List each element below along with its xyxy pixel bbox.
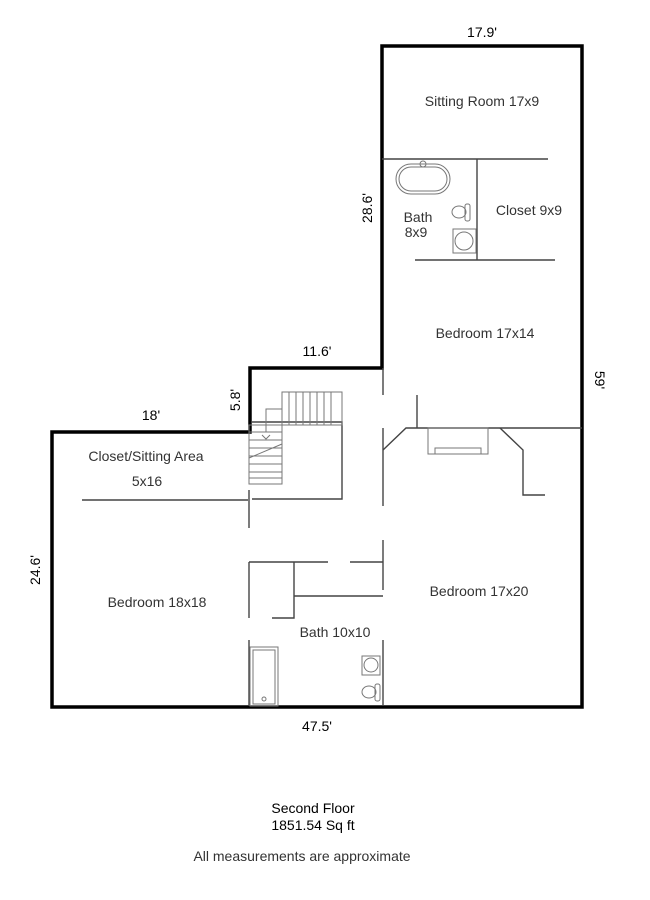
room-label-bedroom-18x18: Bedroom 18x18 (108, 594, 207, 610)
room-label-sitting-room: Sitting Room 17x9 (425, 93, 540, 109)
dimension-step-top: 11.6' (303, 343, 332, 359)
sink-upper (452, 228, 477, 254)
dimension-top: 17.9' (467, 24, 497, 40)
bathtub-lower (249, 646, 279, 707)
room-label-closet: Closet 9x9 (496, 202, 562, 218)
exterior-walls (50, 44, 584, 709)
interior-walls (82, 158, 582, 705)
bathtub-oval (395, 160, 451, 195)
floor-name: Second Floor (271, 800, 355, 816)
dimension-left: 24.6' (27, 555, 43, 585)
dimension-upper-left: 28.6' (359, 193, 375, 223)
dimension-bottom: 47.5' (302, 718, 332, 734)
room-label-bedroom-17x20: Bedroom 17x20 (430, 583, 529, 599)
fireplace (427, 427, 489, 455)
room-label-bath-upper-size: 8x9 (405, 224, 428, 240)
room-label-closet-sitting-size: 5x16 (132, 473, 163, 489)
disclaimer: All measurements are approximate (193, 848, 410, 864)
dimension-right: 59' (592, 371, 608, 389)
staircase (248, 391, 343, 485)
room-label-bath-lower: Bath 10x10 (300, 624, 371, 640)
toilet-upper (451, 203, 471, 222)
room-label-bedroom-17x14: Bedroom 17x14 (436, 325, 535, 341)
room-label-bath-upper: Bath (404, 209, 433, 225)
sink-lower (361, 655, 381, 676)
floor-area: 1851.54 Sq ft (271, 817, 354, 833)
dimension-step-side: 5.8' (227, 389, 243, 411)
dimension-left-top: 18' (142, 407, 160, 423)
toilet-lower (361, 683, 381, 702)
room-label-closet-sitting: Closet/Sitting Area (88, 448, 203, 464)
